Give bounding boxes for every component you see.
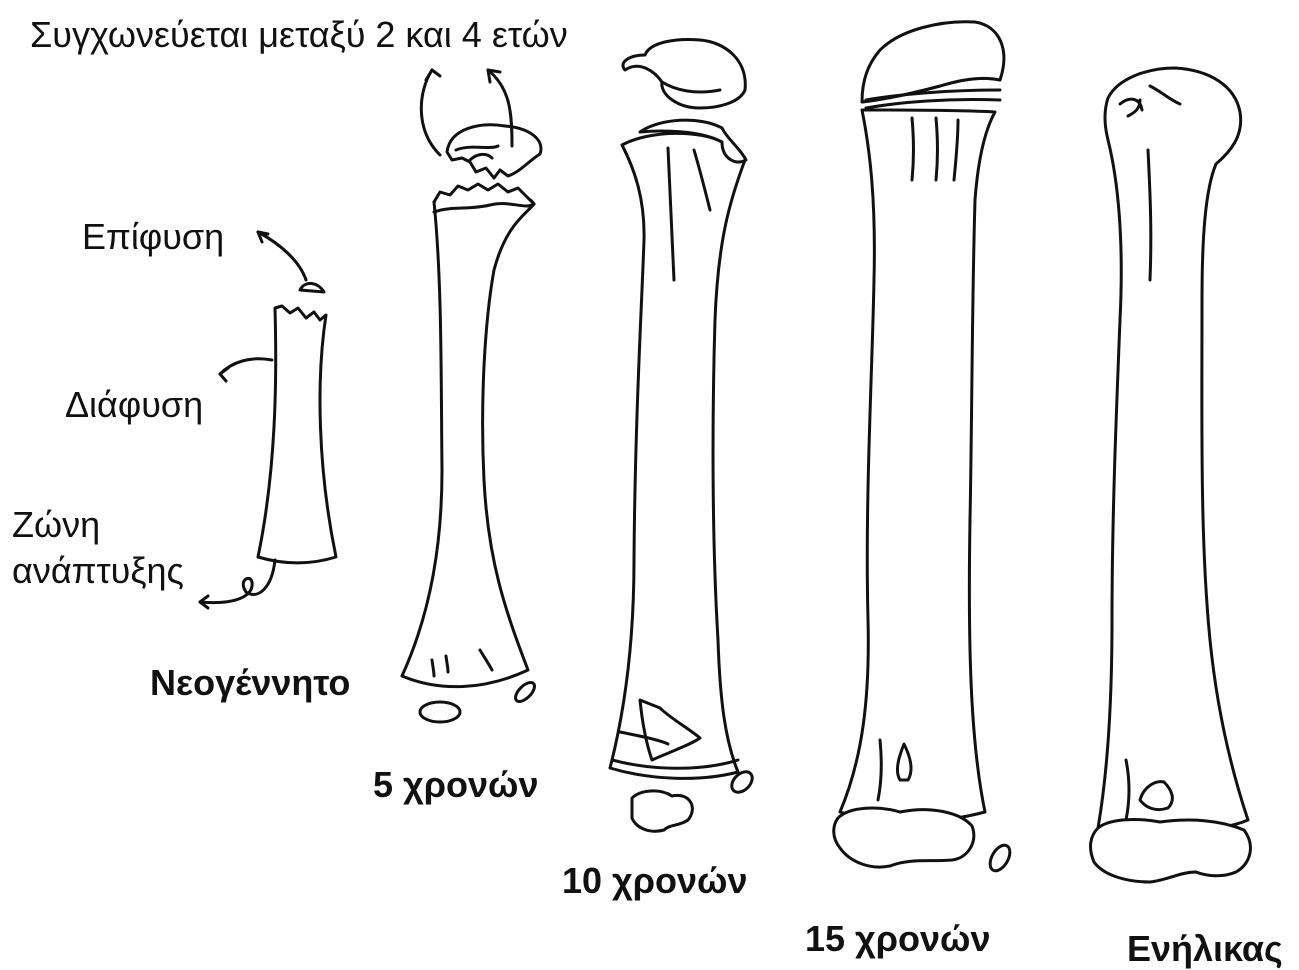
bone-newborn	[200, 232, 336, 608]
caption-age-5: 5 χρονών	[373, 764, 538, 806]
caption-age-15: 15 χρονών	[805, 918, 990, 960]
epiphysis-label: Επίφυση	[82, 216, 224, 257]
bone-age-10	[610, 40, 756, 832]
bone-adult	[1091, 68, 1251, 882]
caption-newborn: Νεογέννητο	[150, 662, 350, 704]
bone-age-5	[402, 70, 541, 722]
growth-zone-label-line2: ανάπτυξης	[12, 550, 184, 591]
bone-age-15	[834, 22, 1014, 874]
caption-age-10: 10 χρονών	[562, 860, 747, 902]
growth-zone-label-line1: Ζώνη	[12, 504, 100, 545]
caption-adult: Ενήλικας	[1127, 928, 1283, 970]
fusion-note-label: Συγχωνεύεται μεταξύ 2 και 4 ετών	[30, 14, 568, 55]
diaphysis-label: Διάφυση	[65, 384, 203, 425]
